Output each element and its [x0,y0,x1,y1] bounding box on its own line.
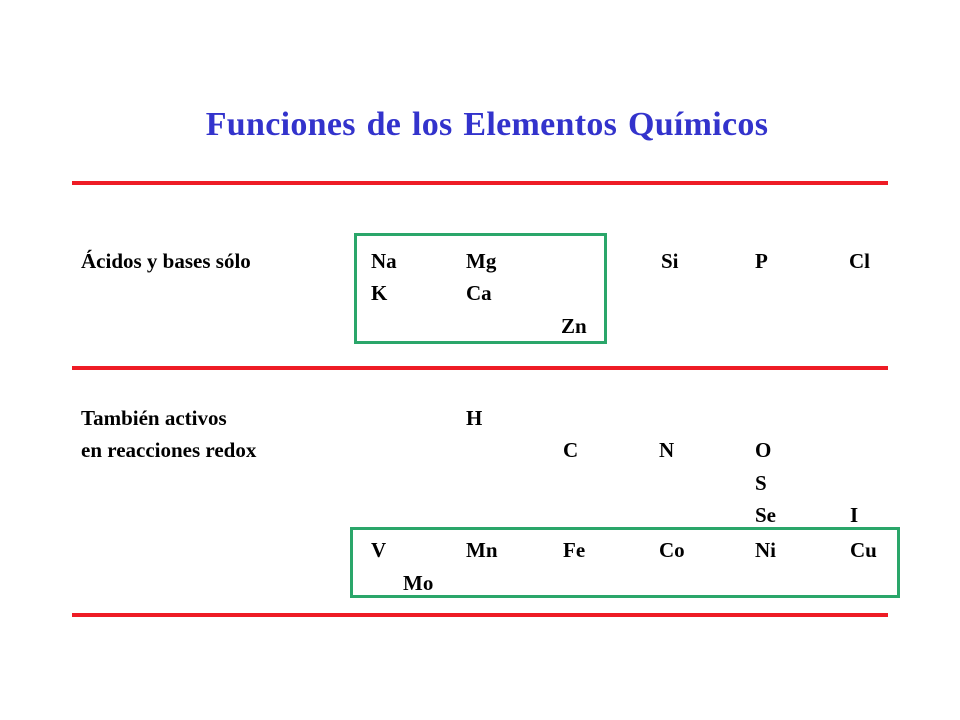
element-zn: Zn [561,314,587,338]
section-label-acid-base: Ácidos y bases sólo [81,249,251,273]
element-v: V [371,538,387,562]
element-o: O [755,438,772,462]
element-ca: Ca [466,281,492,305]
element-mo: Mo [403,571,434,595]
element-h: H [466,406,483,430]
element-na: Na [371,249,397,273]
highlight-box-redox-metals [350,527,900,598]
element-i: I [850,503,859,527]
divider-bottom [72,613,888,617]
element-mn: Mn [466,538,498,562]
element-si: Si [661,249,679,273]
divider-top [72,181,888,185]
element-cu: Cu [850,538,877,562]
element-c: C [563,438,579,462]
element-ni: Ni [755,538,776,562]
element-co: Co [659,538,685,562]
element-p: P [755,249,768,273]
section-label-redox-line2: en reacciones redox [81,438,257,462]
element-se: Se [755,503,776,527]
section-label-redox-line1: También activos [81,406,227,430]
slide-title: Funciones de los Elementos Químicos [205,106,769,143]
element-k: K [371,281,388,305]
divider-middle [72,366,888,370]
element-fe: Fe [563,538,586,562]
element-mg: Mg [466,249,497,273]
element-cl: Cl [849,249,870,273]
element-n: N [659,438,675,462]
highlight-box-acid-base [354,233,607,344]
element-s: S [755,471,767,495]
